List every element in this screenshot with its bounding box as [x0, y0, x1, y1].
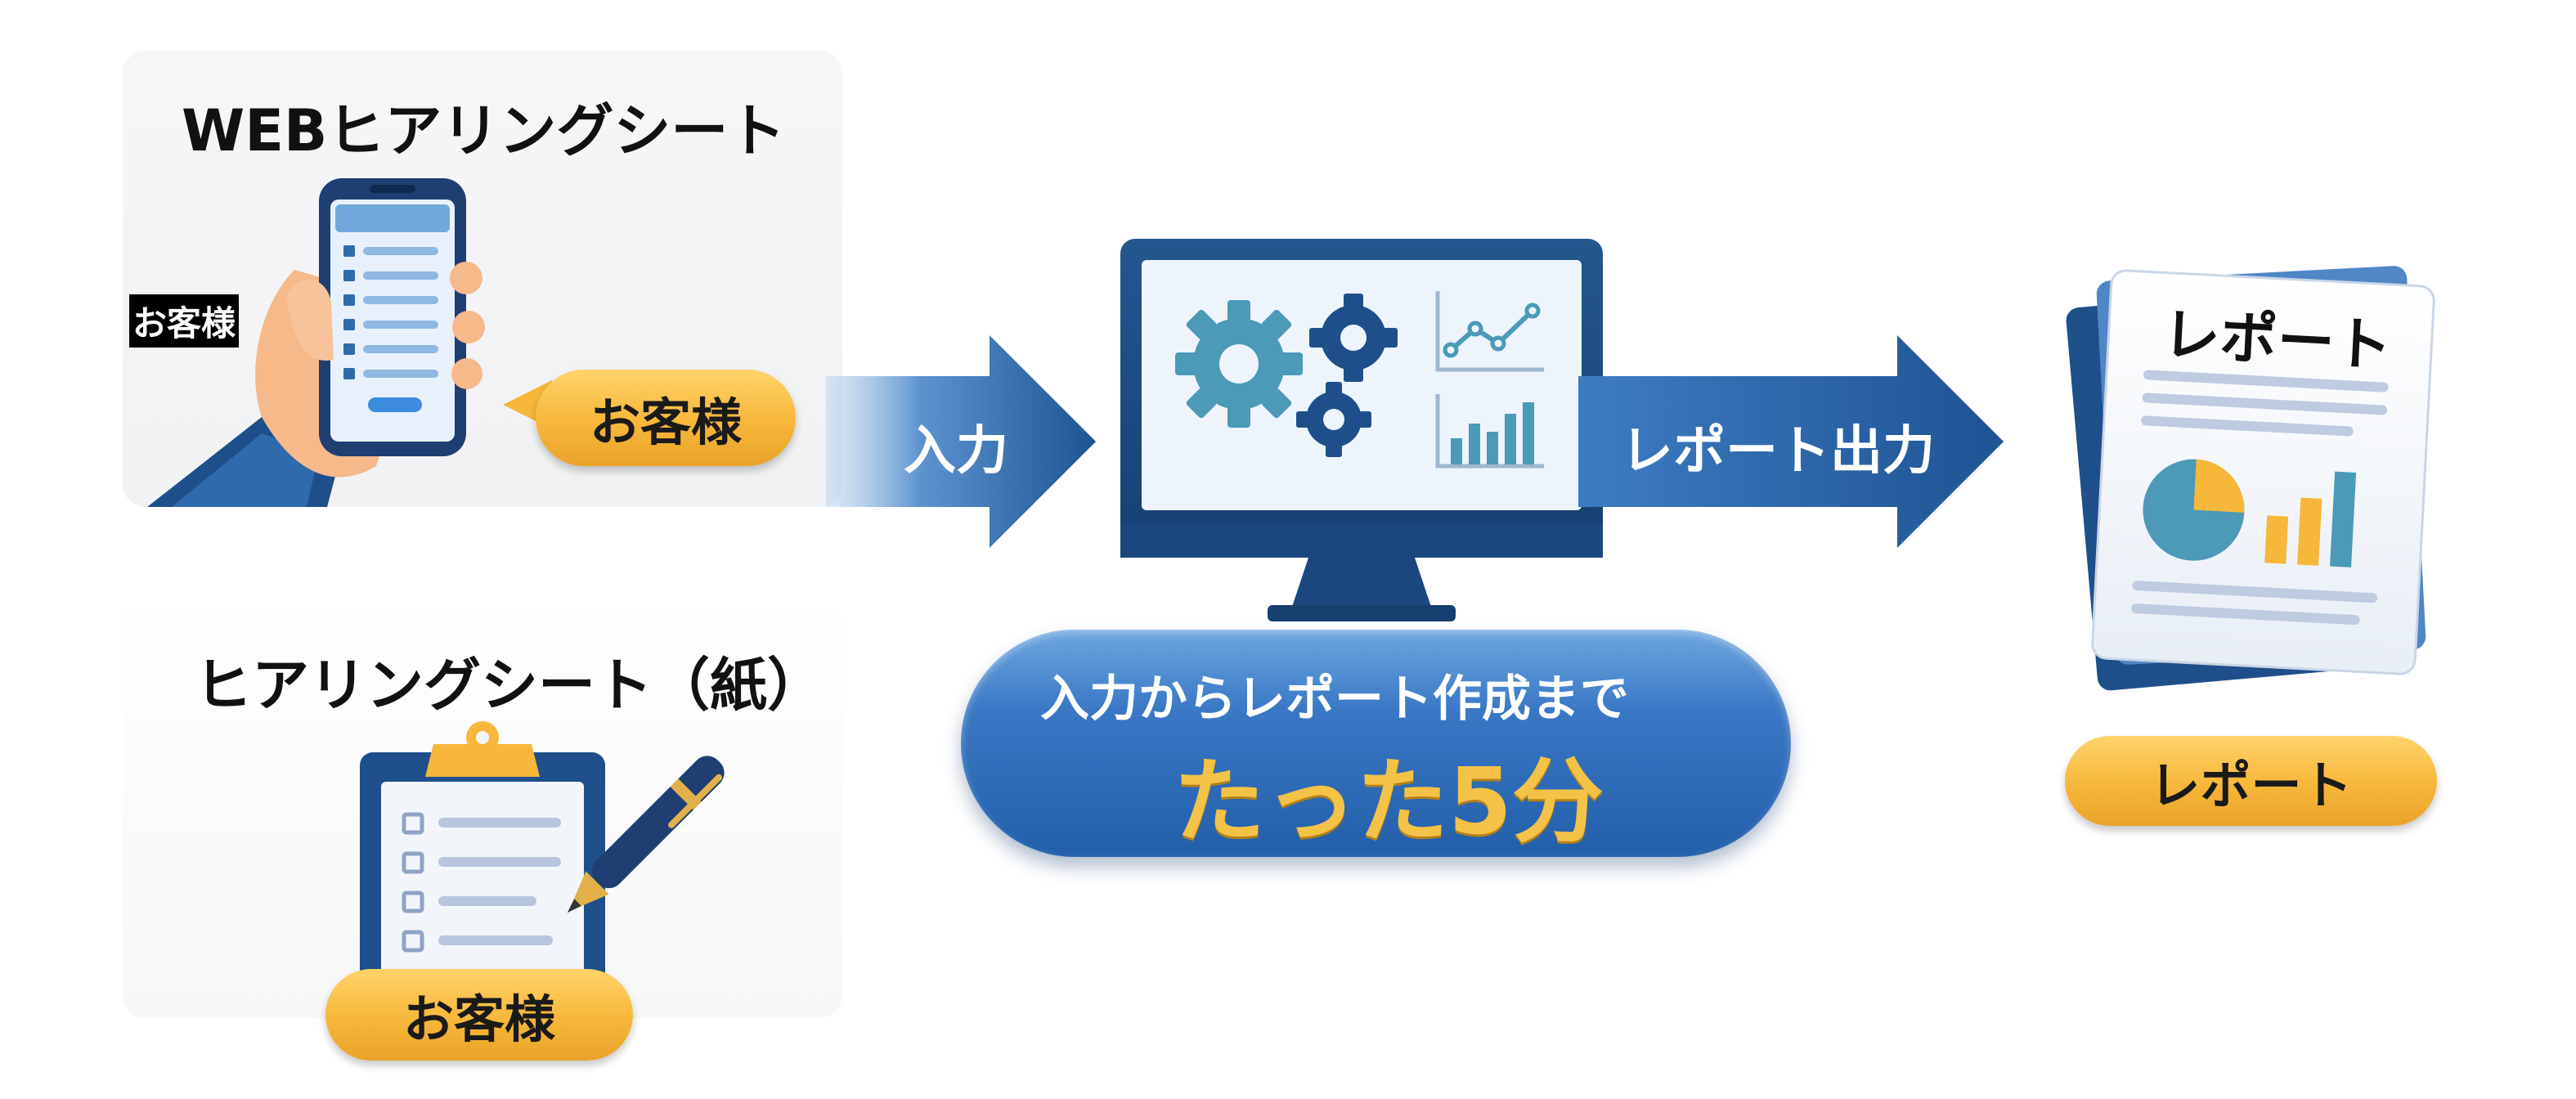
paper-hearing-sheet-title: ヒアリングシート（紙）: [195, 652, 824, 719]
smartphone-checklist-icon: [139, 172, 515, 518]
web-hearing-sheet-title: WEBヒアリングシート: [182, 97, 786, 164]
pen-icon: [532, 736, 744, 952]
input-arrow-label: 入力: [904, 421, 1008, 482]
clipboard-checklist-icon: [360, 720, 622, 1001]
output-arrow-label: レポート出力: [1621, 421, 1935, 482]
gears-icon: [1174, 282, 1419, 473]
report-pill: レポート: [2065, 736, 2437, 826]
output-arrow: [1578, 335, 2004, 551]
customer-tag: お客様: [129, 294, 240, 348]
line-chart-icon: [1433, 288, 1547, 381]
customer-pill-paper: お客様: [325, 969, 633, 1061]
banner-subtitle: 入力からレポート作成まで: [1040, 671, 1629, 728]
input-arrow: [826, 335, 1096, 551]
report-document-title: レポート: [2161, 300, 2394, 380]
customer-pill-web: お客様: [536, 370, 796, 466]
report-document-icon: [2065, 253, 2449, 698]
banner-headline: たった5分: [1174, 749, 1604, 855]
time-banner: [961, 630, 1791, 857]
bar-chart-icon: [1433, 391, 1547, 476]
